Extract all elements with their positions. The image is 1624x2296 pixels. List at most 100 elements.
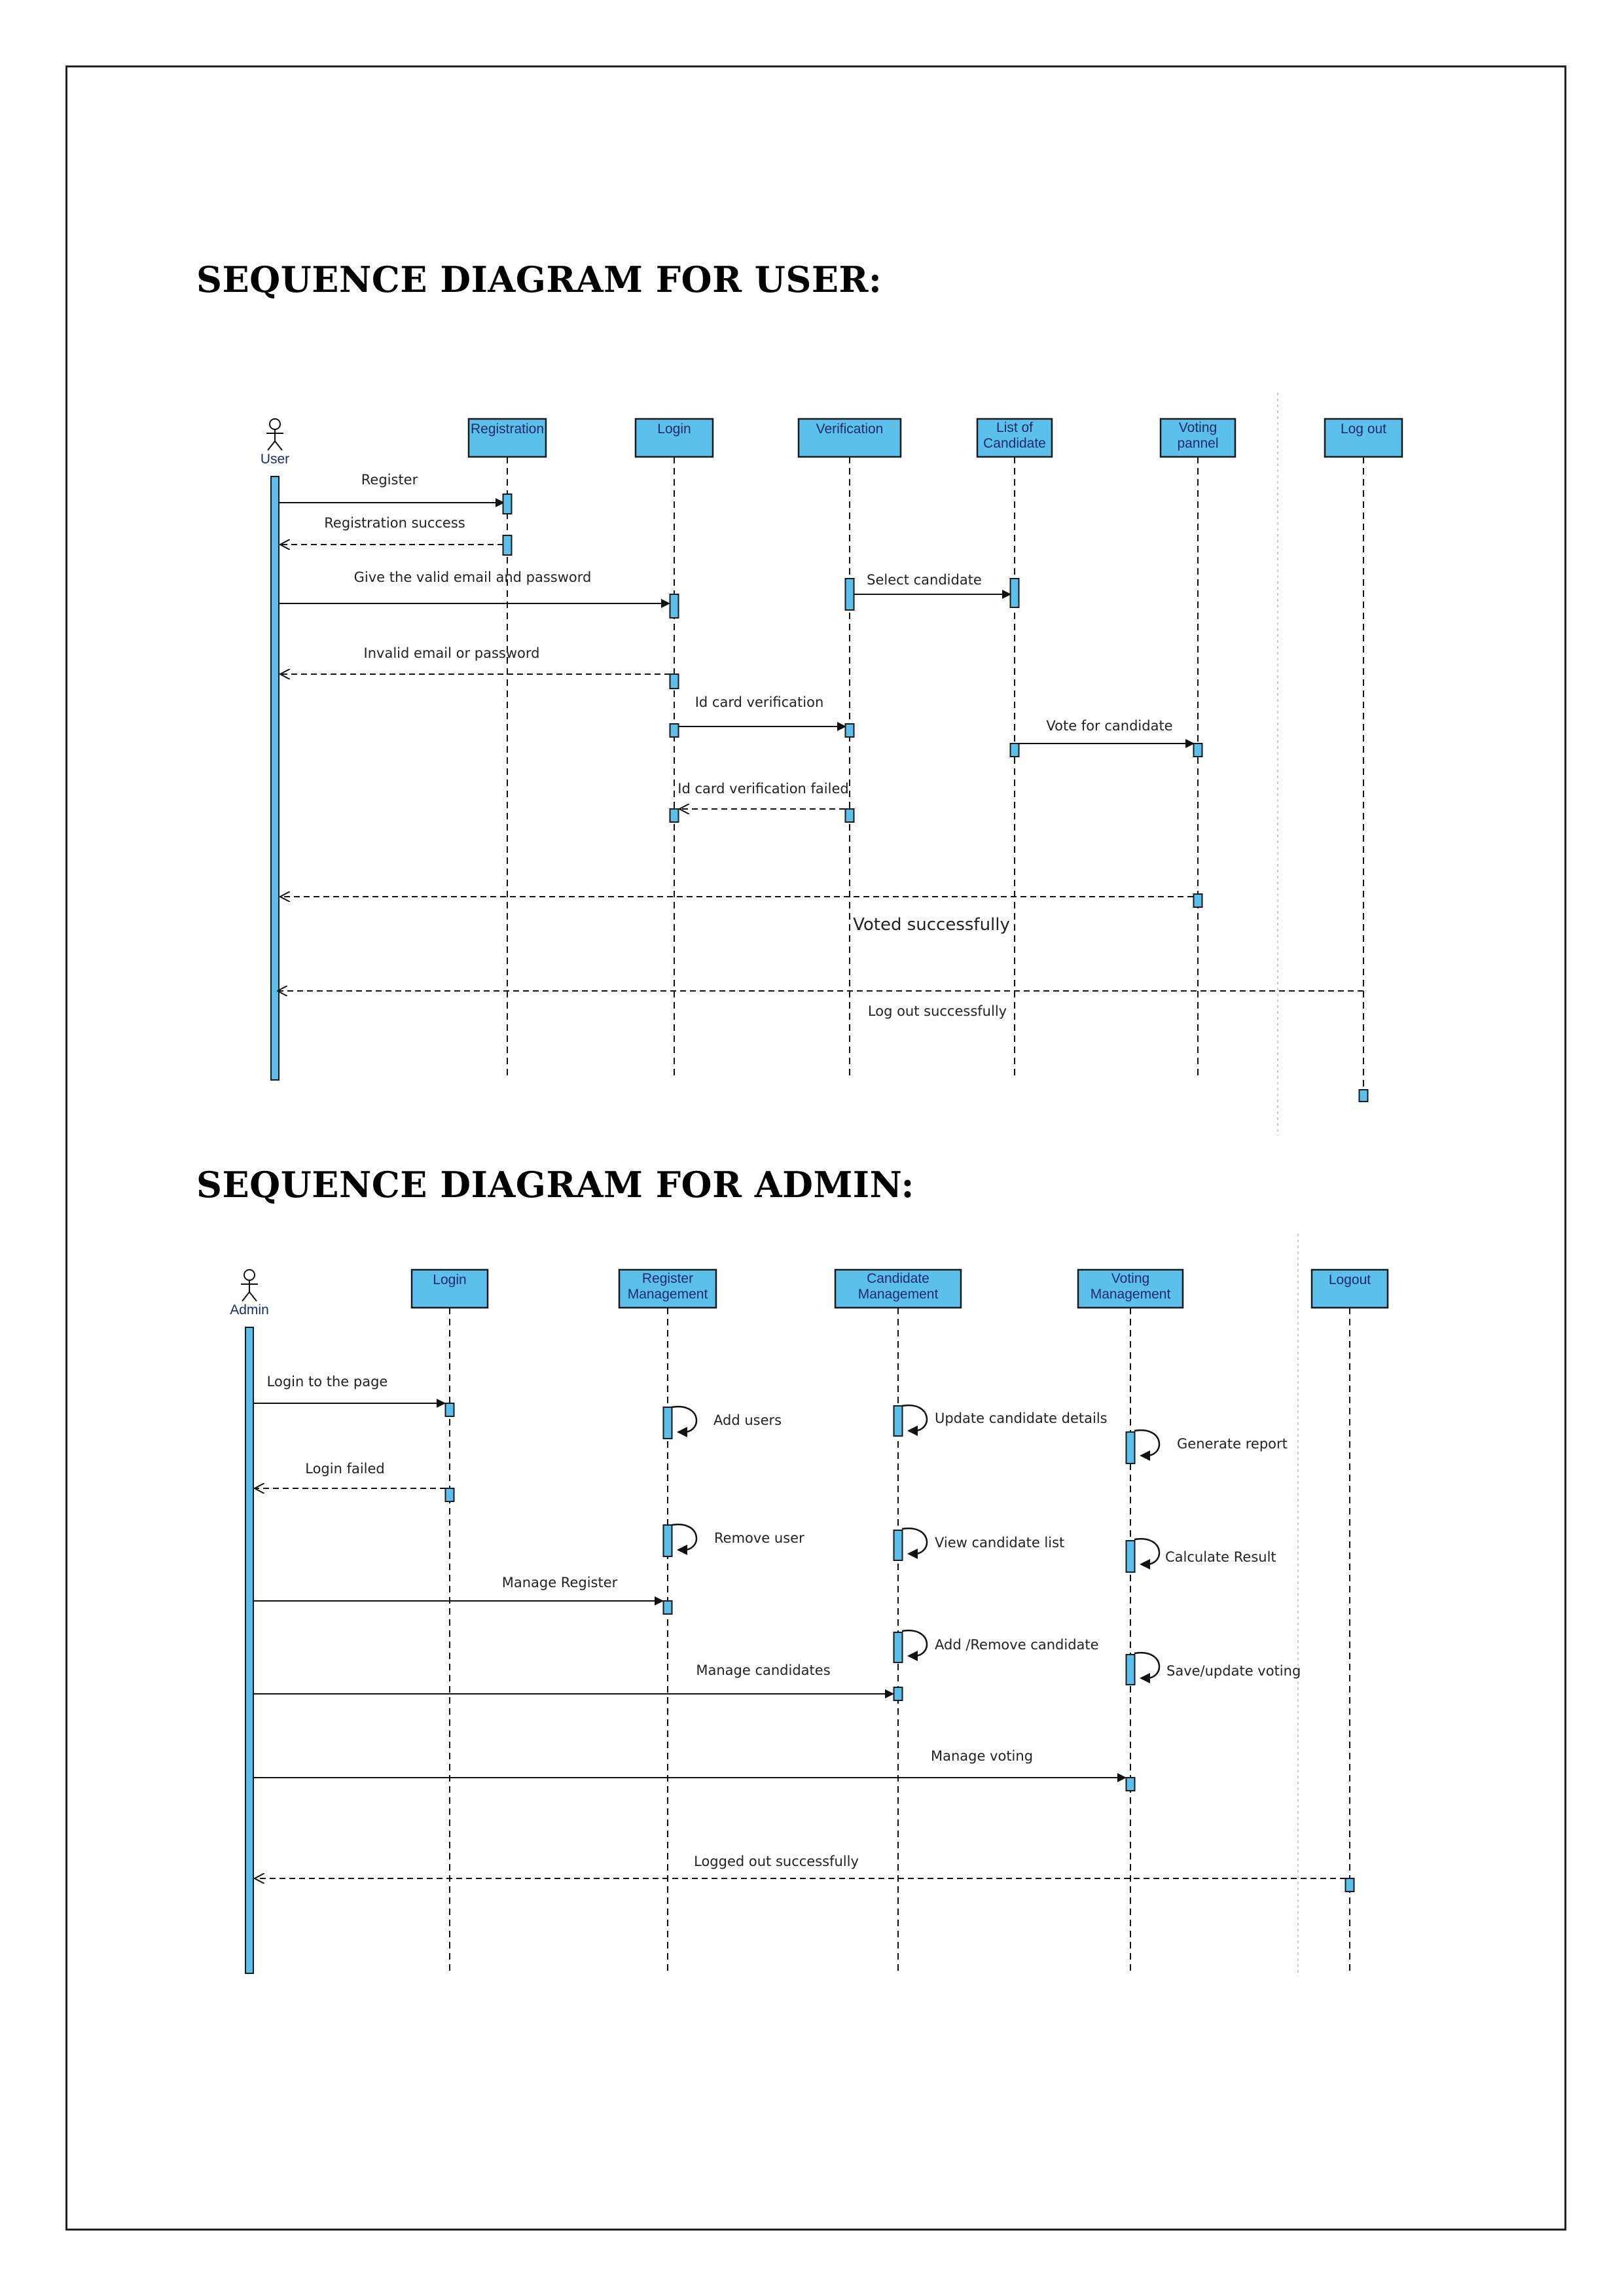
message-label: Select candidate (867, 572, 982, 588)
message-label: Login failed (305, 1461, 385, 1477)
activation-bar (1125, 1540, 1136, 1573)
activation-bar (1125, 1431, 1136, 1464)
self-message-remove-user (671, 1523, 698, 1551)
message-label: Logged out successfully (694, 1854, 859, 1869)
message-label: Add users (713, 1412, 782, 1428)
object-register-management-label: Register (642, 1271, 693, 1286)
object-logout-label: Logout (1329, 1272, 1371, 1287)
object-logout: Logout (1310, 1268, 1389, 1309)
object-verification: Verification (797, 418, 902, 458)
object-voting-management-box (1077, 1268, 1184, 1309)
actor-activation-bar (245, 1327, 254, 1974)
activation-bar (1009, 743, 1020, 757)
message-label: Remove user (714, 1530, 804, 1546)
activation-bar (1125, 1654, 1136, 1685)
object-login-label: Login (433, 1272, 466, 1287)
activation-bar (1193, 893, 1203, 908)
object-login-box (634, 418, 714, 458)
self-message-calculate-result (1134, 1537, 1161, 1566)
user-sequence-diagram: User Registration Login Verification List of… (261, 393, 1403, 1136)
self-message-generate-report (1134, 1429, 1161, 1457)
object-voting-management-label: Management (1091, 1287, 1171, 1302)
object-candidate-management-label: Management (858, 1287, 939, 1302)
self-message-generate-report-head (1140, 1450, 1150, 1461)
self-message-view-candidate-list (901, 1527, 928, 1555)
self-message-update-candidate-details (901, 1404, 928, 1432)
activation-bar (844, 723, 855, 738)
activation-bar (669, 808, 679, 823)
actor-activation-bar (270, 476, 280, 1081)
activation-bar (1125, 1777, 1136, 1791)
activation-bar (669, 673, 679, 689)
activation-bar (893, 1687, 903, 1701)
object-login-label: Login (657, 422, 691, 437)
activation-bar (502, 493, 513, 514)
object-voting-management-label: Voting (1111, 1271, 1149, 1286)
heading-user-diagram: SEQUENCE DIAGRAM FOR USER: (196, 259, 882, 300)
object-login: Login (410, 1268, 489, 1309)
self-message-save-update-voting-head (1140, 1673, 1150, 1683)
activation-bar (669, 723, 679, 738)
message-label: Login to the page (267, 1374, 388, 1390)
activation-bar (1344, 1878, 1355, 1892)
self-message-view-candidate-list-head (907, 1549, 918, 1559)
self-message-remove-user-head (677, 1545, 687, 1555)
activation-bar (1193, 743, 1203, 757)
activation-bar (502, 535, 513, 556)
self-message-add-users-head (677, 1427, 687, 1437)
self-message-calculate-result-head (1140, 1559, 1150, 1570)
message-label: Register (361, 472, 418, 488)
message-label: Update candidate details (935, 1410, 1108, 1426)
activation-bar (844, 578, 855, 611)
object-registration: Registration (467, 418, 547, 458)
activation-bar (662, 1407, 673, 1439)
object-registration-label: Registration (471, 422, 544, 437)
activation-bar (1358, 1089, 1369, 1102)
object-logout-box (1310, 1268, 1389, 1309)
page-border (65, 65, 1566, 2231)
object-log-out-label: Log out (1341, 422, 1386, 437)
object-log-out-box (1324, 418, 1403, 458)
self-message-add-users (671, 1405, 698, 1433)
object-list-of-candidate-label: List of (996, 420, 1033, 435)
message-label: Give the valid email and password (354, 569, 592, 585)
message-label: Id card verification failed (677, 781, 848, 797)
actor-icon (241, 1269, 258, 1302)
object-voting-pannel-label: pannel (1177, 436, 1218, 451)
message-label: Manage candidates (696, 1662, 830, 1678)
object-log-out: Log out (1324, 418, 1403, 458)
actor-icon (266, 418, 283, 451)
activation-bar (893, 1405, 903, 1437)
self-message-add-remove-candidate-head (907, 1651, 918, 1661)
object-candidate-management-label: Candidate (867, 1271, 929, 1286)
message-label: Manage Register (502, 1575, 618, 1590)
activation-bar (662, 1600, 673, 1615)
message-label: Id card verification (695, 694, 824, 710)
activation-bar (444, 1488, 455, 1502)
message-label: Registration success (324, 515, 465, 531)
activation-bar (662, 1524, 673, 1557)
self-message-add-remove-candidate (901, 1629, 928, 1657)
message-label: Invalid email or password (364, 645, 540, 661)
message-label: Generate report (1177, 1436, 1288, 1452)
object-voting-pannel-label: Voting (1179, 420, 1217, 435)
message-label: Manage voting (931, 1748, 1033, 1764)
activation-bar (669, 594, 679, 619)
object-list-of-candidate-label: Candidate (983, 436, 1046, 451)
message-label: Voted successfully (853, 915, 1010, 935)
activation-bar (893, 1632, 903, 1663)
object-register-management-label: Management (628, 1287, 708, 1302)
message-label: Calculate Result (1165, 1549, 1276, 1565)
heading-admin-diagram: SEQUENCE DIAGRAM FOR ADMIN: (196, 1164, 914, 1206)
actor-label: User (261, 452, 289, 467)
actor-label: Admin (230, 1302, 269, 1318)
object-verification-label: Verification (816, 422, 884, 437)
activation-bar (444, 1403, 455, 1417)
self-message-save-update-voting (1134, 1651, 1161, 1679)
message-label: Add /Remove candidate (935, 1637, 1099, 1653)
